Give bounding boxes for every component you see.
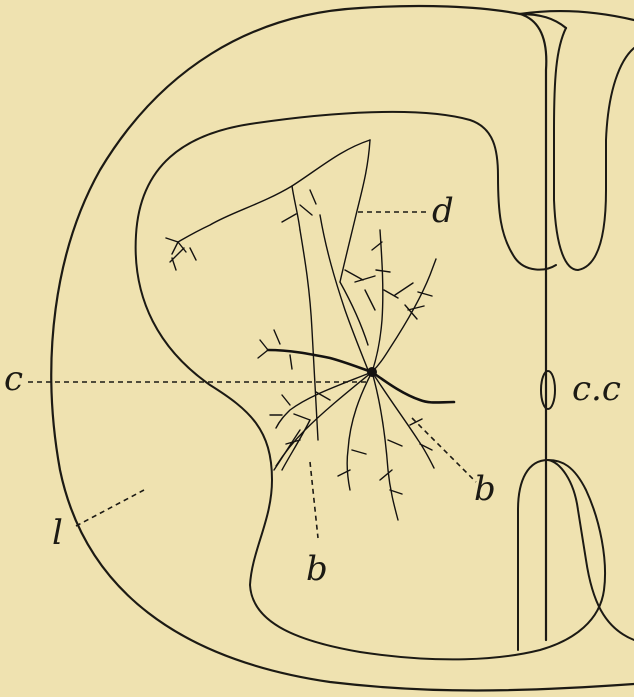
- leader-b-lower: [310, 462, 318, 538]
- label-b-right: b: [474, 469, 496, 509]
- grey-matter-boundary: [136, 112, 605, 659]
- leader-l: [76, 490, 144, 526]
- central-canal: [541, 371, 555, 409]
- leader-b-right: [412, 418, 476, 482]
- ventral-fissure: [548, 460, 634, 640]
- label-l: l: [52, 513, 63, 553]
- label-d: d: [432, 191, 454, 231]
- label-central-canal: c.c: [572, 369, 621, 409]
- label-b-lower: b: [306, 549, 328, 589]
- dorsal-fissure-right: [554, 28, 634, 270]
- dorsal-median-septum: [520, 14, 566, 640]
- label-c: c: [4, 359, 23, 399]
- neuron-soma: [367, 367, 377, 377]
